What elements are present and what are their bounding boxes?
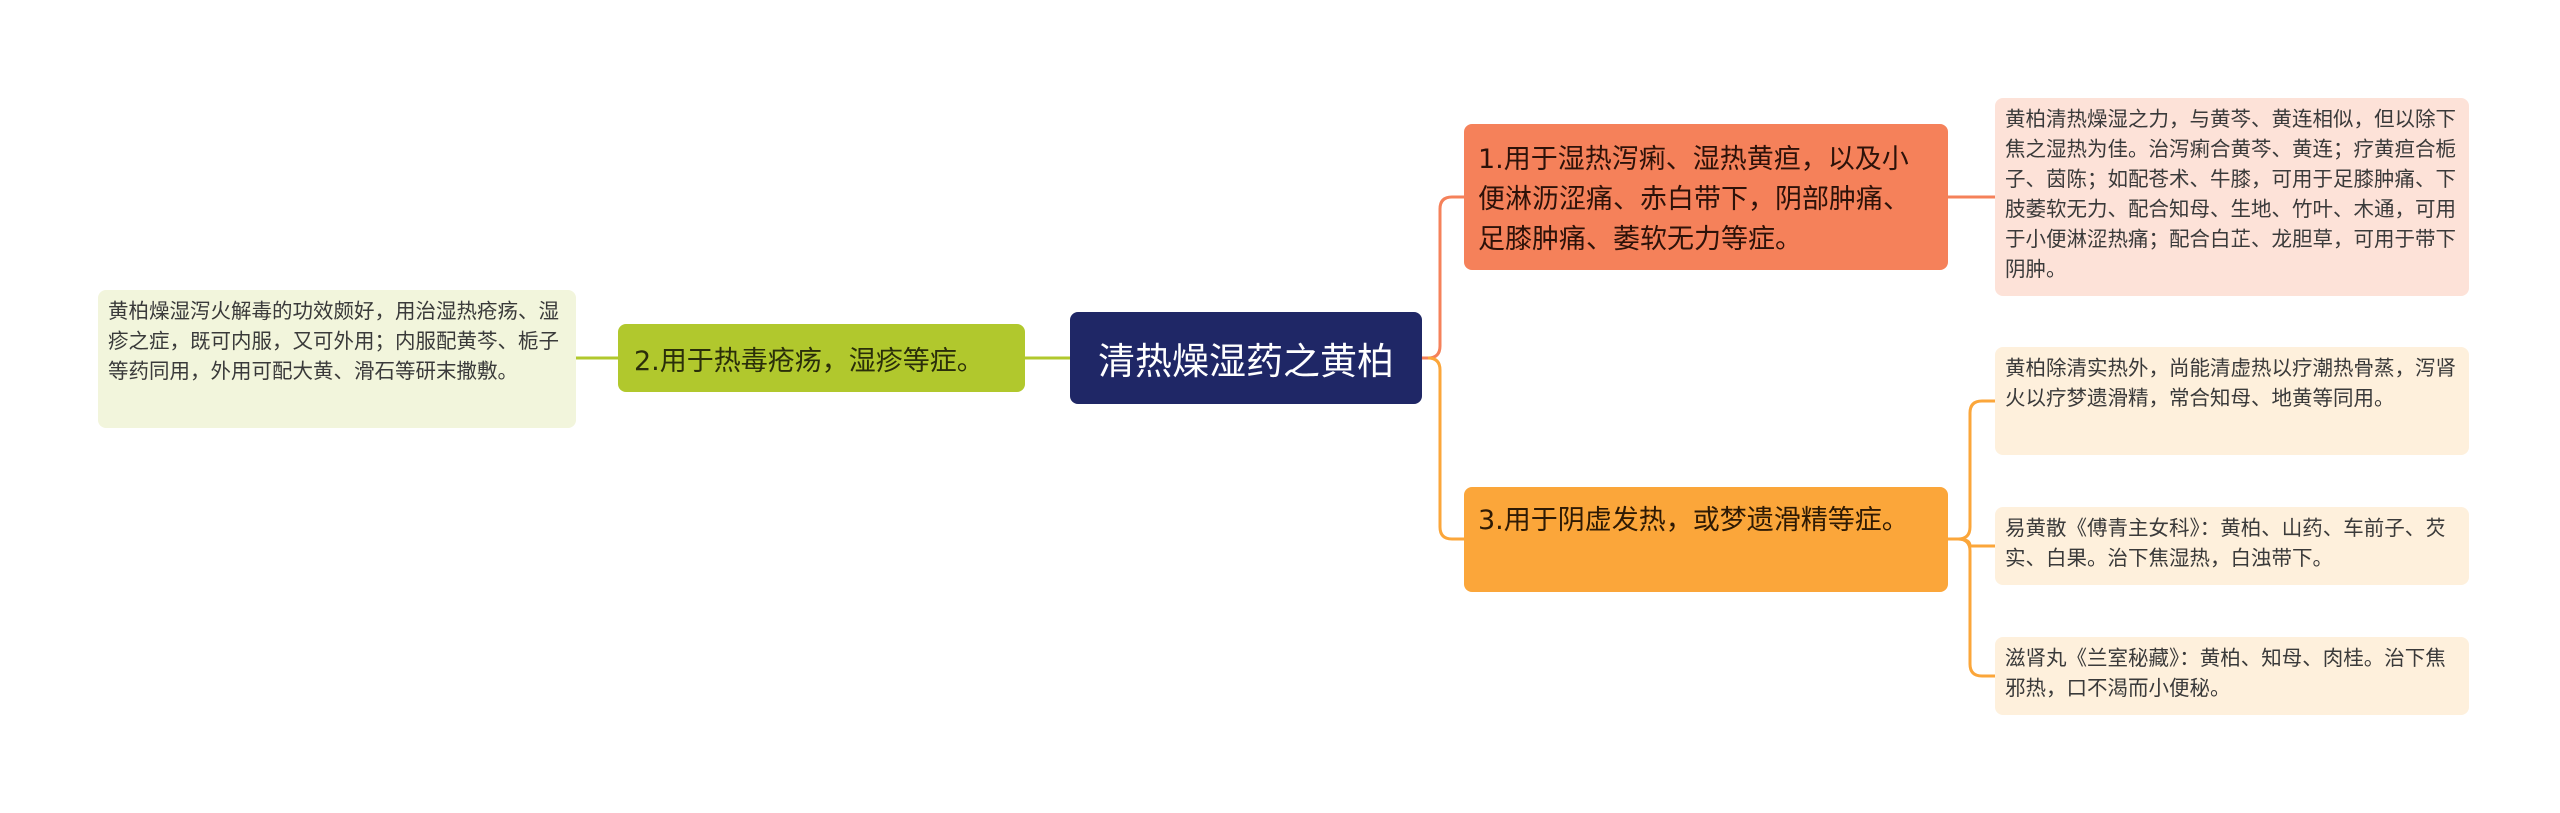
branch-3-note-1[interactable]: 黄柏除清实热外，尚能清虚热以疗潮热骨蒸，泻肾火以疗梦遗滑精，常合知母、地黄等同用… — [1995, 347, 2469, 455]
branch-3-note-3-text: 滋肾丸《兰室秘藏》：黄柏、知母、肉桂。治下焦邪热，口不渴而小便秘。 — [2005, 646, 2446, 700]
branch-2-note-text: 黄柏燥湿泻火解毒的功效颇好，用治湿热疮疡、湿疹之症，既可内服，又可外用；内服配黄… — [108, 299, 559, 383]
branch-2-topic[interactable]: 2.用于热毒疮疡，湿疹等症。 — [618, 324, 1025, 392]
root-topic-label: 清热燥湿药之黄柏 — [1098, 340, 1394, 383]
branch-1-label: 1.用于湿热泻痢、湿热黄疸，以及小便淋沥涩痛、赤白带下，阴部肿痛、足膝肿痛、萎软… — [1478, 144, 1910, 255]
branch-3-note-3[interactable]: 滋肾丸《兰室秘藏》：黄柏、知母、肉桂。治下焦邪热，口不渴而小便秘。 — [1995, 637, 2469, 715]
branch-1-note-text: 黄柏清热燥湿之力，与黄芩、黄连相似，但以除下焦之湿热为佳。治泻痢合黄芩、黄连；疗… — [2005, 107, 2456, 281]
root-topic[interactable]: 清热燥湿药之黄柏 — [1070, 312, 1422, 404]
link-branch3-to-note1 — [1948, 399, 1995, 541]
branch-3-note-2[interactable]: 易黄散《傅青主女科》：黄柏、山药、车前子、芡实、白果。治下焦湿热，白浊带下。 — [1995, 507, 2469, 585]
branch-3-note-2-text: 易黄散《傅青主女科》：黄柏、山药、车前子、芡实、白果。治下焦湿热，白浊带下。 — [2005, 516, 2446, 570]
branch-1-topic[interactable]: 1.用于湿热泻痢、湿热黄疸，以及小便淋沥涩痛、赤白带下，阴部肿痛、足膝肿痛、萎软… — [1464, 124, 1948, 270]
link-root-to-branch3 — [1427, 356, 1464, 541]
branch-1-note[interactable]: 黄柏清热燥湿之力，与黄芩、黄连相似，但以除下焦之湿热为佳。治泻痢合黄芩、黄连；疗… — [1995, 98, 2469, 296]
branch-3-label: 3.用于阴虚发热，或梦遗滑精等症。 — [1478, 505, 1909, 536]
branch-2-note[interactable]: 黄柏燥湿泻火解毒的功效颇好，用治湿热疮疡、湿疹之症，既可内服，又可外用；内服配黄… — [98, 290, 576, 428]
link-root-to-branch1 — [1422, 195, 1464, 360]
link-branch3-to-note3 — [1957, 537, 1995, 678]
branch-2-label: 2.用于热毒疮疡，湿疹等症。 — [634, 345, 984, 377]
branch-3-topic[interactable]: 3.用于阴虚发热，或梦遗滑精等症。 — [1464, 487, 1948, 592]
branch-3-note-1-text: 黄柏除清实热外，尚能清虚热以疗潮热骨蒸，泻肾火以疗梦遗滑精，常合知母、地黄等同用… — [2005, 356, 2456, 410]
